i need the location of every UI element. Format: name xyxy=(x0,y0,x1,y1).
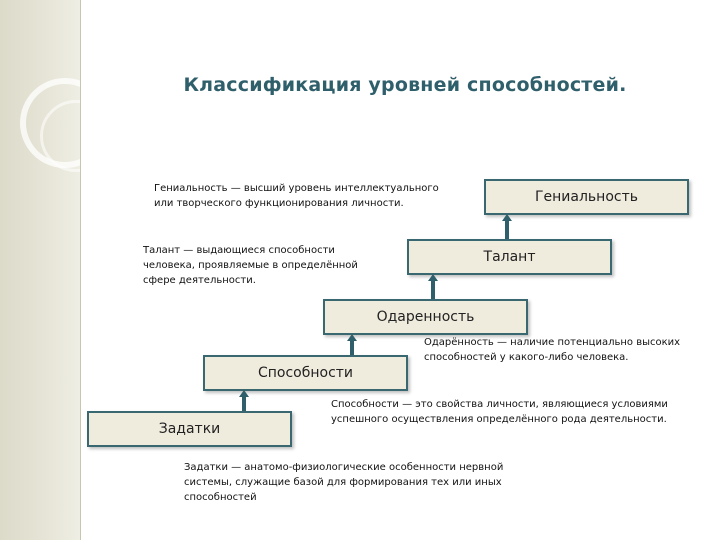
step-box-genialnost: Гениальность xyxy=(484,179,689,215)
description-zadatki: Задатки — анатомо-физиологические особен… xyxy=(184,462,504,503)
arrow-up-icon xyxy=(428,274,438,299)
arrow-up-icon xyxy=(502,214,512,239)
arrow-up-icon xyxy=(347,334,357,355)
slide-title: Классификация уровней способностей. xyxy=(183,74,627,96)
step-box-odarennost: Одаренность xyxy=(323,299,528,335)
decorative-sidebar xyxy=(0,0,112,540)
step-box-zadatki: Задатки xyxy=(87,411,292,447)
description-talant: Талант — выдающиеся способности человека… xyxy=(143,245,358,286)
sidebar-divider xyxy=(80,0,81,540)
arrow-up-icon xyxy=(239,390,249,411)
description-genialnost: Гениальность — высший уровень интеллекту… xyxy=(154,183,439,209)
decorative-ring xyxy=(40,100,112,172)
description-odarennost: Одарённость — наличие потенциально высок… xyxy=(424,337,681,363)
description-sposobnosti: Способности — это свойства личности, явл… xyxy=(331,399,668,425)
step-box-talant: Талант xyxy=(407,239,612,275)
step-box-sposobnosti: Способности xyxy=(203,355,408,391)
